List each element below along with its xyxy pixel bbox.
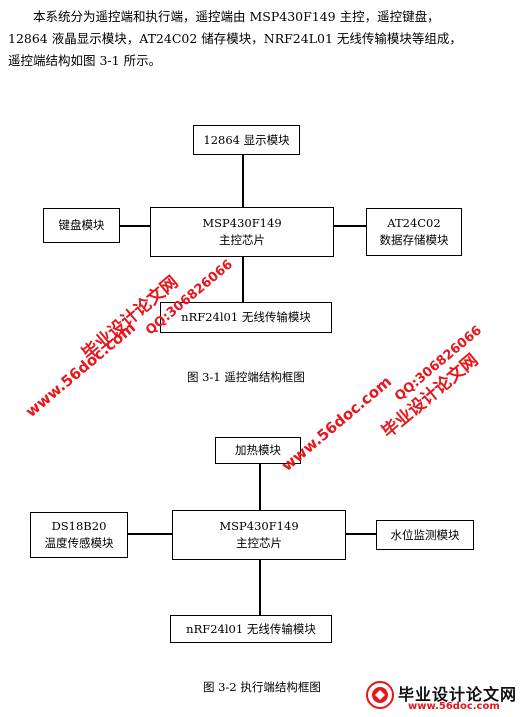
wireless-module-box: nRF24l01 无线传输模块 [160,302,332,333]
connector-right [346,533,376,535]
figure-caption: 图 3-2 执行端结构框图 [203,680,321,694]
box-label: 12864 显示模块 [203,132,290,147]
box-label: AT24C02 [387,216,441,230]
connector-bottom [259,560,261,615]
box-label: 主控芯片 [219,233,265,247]
connector-right [334,225,366,227]
intro-paragraph: 本系统分为遥控端和执行端，遥控端由 MSP430F149 主控，遥控键盘， 12… [8,6,516,72]
box-label: 键盘模块 [58,218,105,232]
display-module-box: 12864 显示模块 [193,125,300,155]
water-level-module-box: 水位监测模块 [376,520,474,550]
box-label: nRF24l01 无线传输模块 [181,310,311,324]
box-label: 加热模块 [235,443,281,457]
connector-left [120,225,150,227]
box-label: 主控芯片 [236,536,282,550]
box-label: MSP430F149 [202,216,282,230]
box-label: MSP430F149 [219,519,299,533]
mcu-box: MSP430F149 主控芯片 [172,510,346,560]
box-label: DS18B20 [51,519,107,533]
paragraph-line: 遥控端结构如图 3-1 所示。 [8,53,162,68]
paragraph-line: 12864 液晶显示模块，AT24C02 储存模块，NRF24L01 无线传输模… [8,31,462,46]
wireless-module-box: nRF24l01 无线传输模块 [170,615,332,643]
logo-name: 毕业设计论文网 [398,685,518,704]
box-label: 数据存储模块 [379,233,449,247]
temperature-sensor-box: DS18B20 温度传感模块 [30,512,128,558]
heating-module-box: 加热模块 [215,437,301,464]
storage-module-box: AT24C02 数据存储模块 [366,208,462,256]
figure-caption: 图 3-1 遥控端结构框图 [187,370,305,384]
paragraph-line: 本系统分为遥控端和执行端，遥控端由 MSP430F149 主控，遥控键盘， [33,9,440,24]
connector-left [128,533,172,535]
connector-top [259,463,261,511]
connector-top [242,154,244,207]
logo-url: www.56doc.com [408,701,500,712]
box-label: 温度传感模块 [44,536,114,550]
box-label: nRF24l01 无线传输模块 [186,621,316,636]
box-label: 水位监测模块 [390,527,460,542]
watermark-url: www.56doc.com [22,318,140,421]
seal-icon [366,681,394,709]
site-logo: 毕业设计论文网 www.56doc.com [365,680,518,714]
mcu-box: MSP430F149 主控芯片 [150,207,334,257]
connector-bottom [242,256,244,302]
keyboard-module-box: 键盘模块 [43,208,120,243]
